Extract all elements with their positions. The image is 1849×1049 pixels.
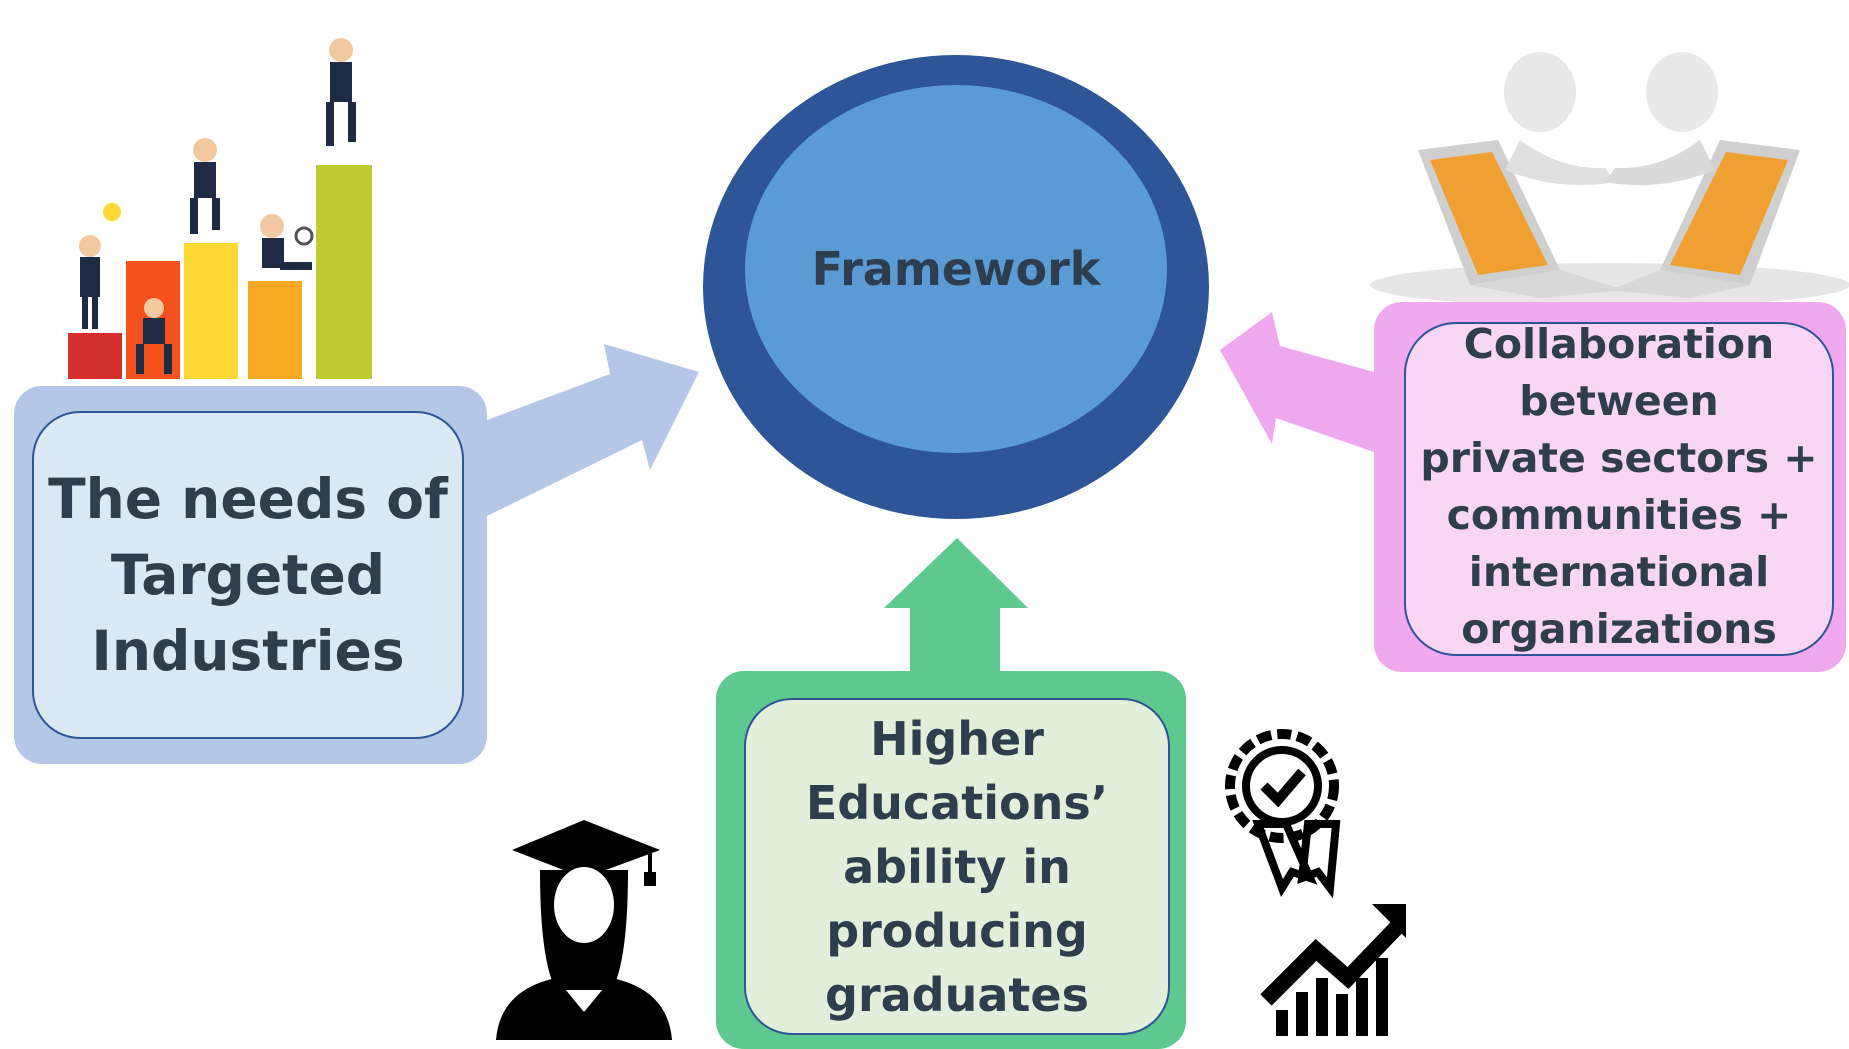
- collaboration-label-line: organizations: [1461, 605, 1777, 653]
- needs-label-line: Targeted: [110, 543, 386, 607]
- collaboration-label-line: international: [1468, 548, 1770, 596]
- higher-education-label-line: Educations’: [805, 775, 1109, 830]
- collaboration-label-line: Collaboration: [1463, 320, 1775, 368]
- higher-education-label-line: ability in: [843, 839, 1071, 894]
- framework-circle-inner: [745, 85, 1167, 453]
- framework-label: Framework: [811, 242, 1101, 296]
- needs-label-line: Industries: [91, 619, 405, 683]
- needs-label: The needs of Targeted Industries: [32, 411, 464, 739]
- collaboration-label-line: between: [1519, 377, 1719, 425]
- collaboration-label: Collaboration between private sectors + …: [1404, 318, 1834, 656]
- higher-education-label: Higher Educations’ ability in producing …: [744, 698, 1170, 1035]
- needs-box-inner: [32, 411, 464, 739]
- higher-education-label-line: graduates: [825, 967, 1089, 1022]
- higher-education-label-line: producing: [826, 903, 1088, 958]
- collaboration-label-line: communities +: [1446, 491, 1792, 539]
- collaboration-label-line: private sectors +: [1420, 434, 1818, 482]
- collaboration-box-inner: [1404, 322, 1834, 656]
- higher-education-label-line: Higher: [870, 711, 1044, 766]
- higher-education-box-inner: [744, 698, 1170, 1035]
- needs-label-line: The needs of: [48, 467, 448, 531]
